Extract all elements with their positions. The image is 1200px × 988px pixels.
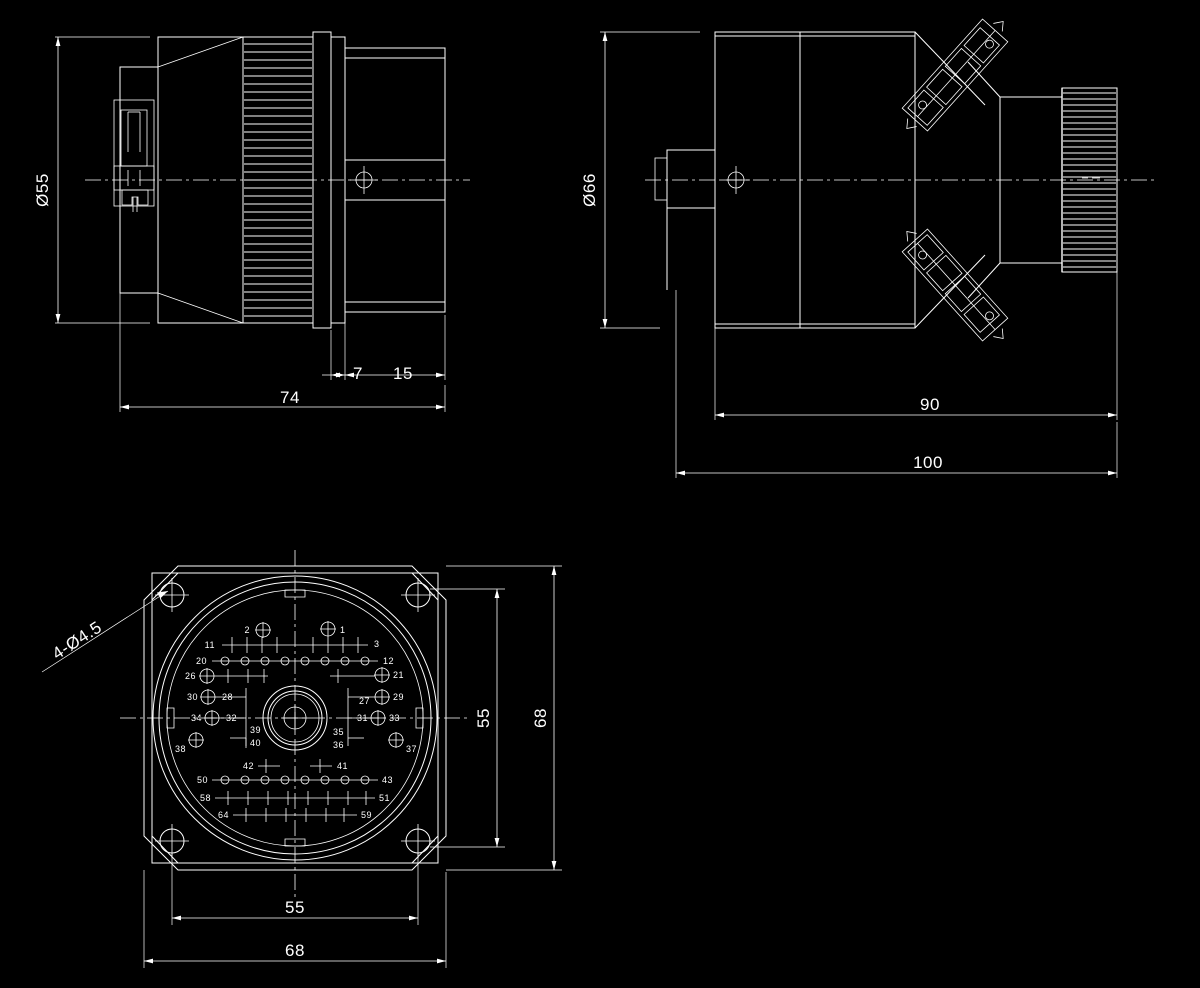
- pin-label-28: 28: [222, 692, 233, 702]
- pin-label-33: 33: [389, 713, 400, 723]
- face-mounting-hole-bottom-right[interactable]: [401, 824, 435, 858]
- callout-label-4-dia4p5: 4-Ø4.5: [49, 617, 105, 663]
- dim-label-dia66: Ø66: [580, 173, 599, 207]
- pin-label-11: 11: [205, 640, 215, 650]
- pin-label-34: 34: [191, 713, 202, 723]
- left-dimension-15: 15: [345, 315, 446, 383]
- pin-label-1: 1: [340, 625, 346, 635]
- left-axis-target-symbol: [350, 166, 378, 194]
- left-keyway-detail: [113, 99, 155, 212]
- pin-label-26: 26: [185, 671, 196, 681]
- dim-label-h68: 68: [531, 708, 550, 728]
- pin-label-3: 3: [374, 639, 380, 649]
- pin-label-30: 30: [187, 692, 198, 702]
- dim-label-90: 90: [920, 395, 940, 414]
- left-knurled-body: [119, 31, 446, 329]
- pin-label-38: 38: [175, 744, 186, 754]
- pin-label-37: 37: [406, 744, 417, 754]
- face-center-boss: [262, 685, 328, 751]
- pin-label-42: 42: [243, 761, 254, 771]
- pin-label-58: 58: [200, 793, 211, 803]
- face-dimension-h68: 68: [446, 565, 562, 871]
- face-dimension-w55: 55: [171, 853, 419, 925]
- face-dimension-w68: 68: [143, 870, 447, 968]
- right-thread-detail-top: [901, 18, 1009, 132]
- pin-label-21: 21: [393, 670, 404, 680]
- pin-label-59: 59: [361, 810, 372, 820]
- face-callout-4-dia4p5: 4-Ø4.5: [41, 590, 169, 673]
- pin-label-51: 51: [379, 793, 390, 803]
- pin-label-41: 41: [337, 761, 348, 771]
- right-thread-detail-bottom: [901, 228, 1009, 342]
- dim-label-h55: 55: [474, 708, 493, 728]
- view-left-elevation: Ø55 7 15 74: [33, 31, 470, 412]
- face-dimension-h55: 55: [430, 588, 505, 848]
- view-right-elevation: Ø66 90 100: [580, 18, 1155, 478]
- face-pin-number-labels: 2 1 11 3 20 12 26 21 30 28 27 29 34 32 3…: [175, 625, 417, 820]
- face-pin-cluster: [188, 621, 404, 822]
- dim-label-w68: 68: [285, 941, 305, 960]
- pin-label-20: 20: [196, 656, 207, 666]
- right-dimension-100: 100: [675, 290, 1118, 478]
- right-dimension-dia66: Ø66: [580, 31, 700, 329]
- dim-label-15: 15: [393, 364, 413, 383]
- dim-label-74: 74: [280, 388, 300, 407]
- left-dimension-74: 74: [119, 293, 446, 412]
- dim-label-7: 7: [353, 364, 363, 383]
- pin-label-35: 35: [333, 727, 344, 737]
- face-mounting-hole-top-right[interactable]: [401, 578, 435, 612]
- right-side-boss: [654, 149, 716, 328]
- face-square-flange: [143, 565, 447, 871]
- left-dimension-dia55: Ø55: [33, 36, 150, 324]
- face-circular-body: [152, 575, 438, 861]
- view-face-pin-layout: 2 1 11 3 20 12 26 21 30 28 27 29 34 32 3…: [41, 550, 562, 968]
- pin-label-39: 39: [250, 725, 261, 735]
- pin-label-64: 64: [218, 810, 229, 820]
- pin-label-40: 40: [250, 738, 261, 748]
- right-axis-target-symbol: [722, 166, 750, 194]
- right-taper: [914, 31, 1001, 329]
- right-dimension-90: 90: [714, 272, 1118, 420]
- right-rear-collar: [999, 87, 1118, 273]
- pin-label-32: 32: [226, 713, 237, 723]
- pin-label-12: 12: [383, 656, 394, 666]
- pin-label-27: 27: [359, 696, 370, 706]
- face-mounting-hole-bottom-left[interactable]: [155, 824, 189, 858]
- pin-label-36: 36: [333, 740, 344, 750]
- pin-label-2: 2: [244, 625, 250, 635]
- pin-label-31: 31: [357, 713, 368, 723]
- dim-label-w55: 55: [285, 898, 305, 917]
- left-dimension-7: 7: [322, 315, 363, 383]
- pin-label-43: 43: [382, 775, 393, 785]
- dim-label-100: 100: [913, 453, 943, 472]
- pin-label-50: 50: [197, 775, 208, 785]
- pin-label-29: 29: [393, 692, 404, 702]
- dim-label-dia55: Ø55: [33, 173, 52, 207]
